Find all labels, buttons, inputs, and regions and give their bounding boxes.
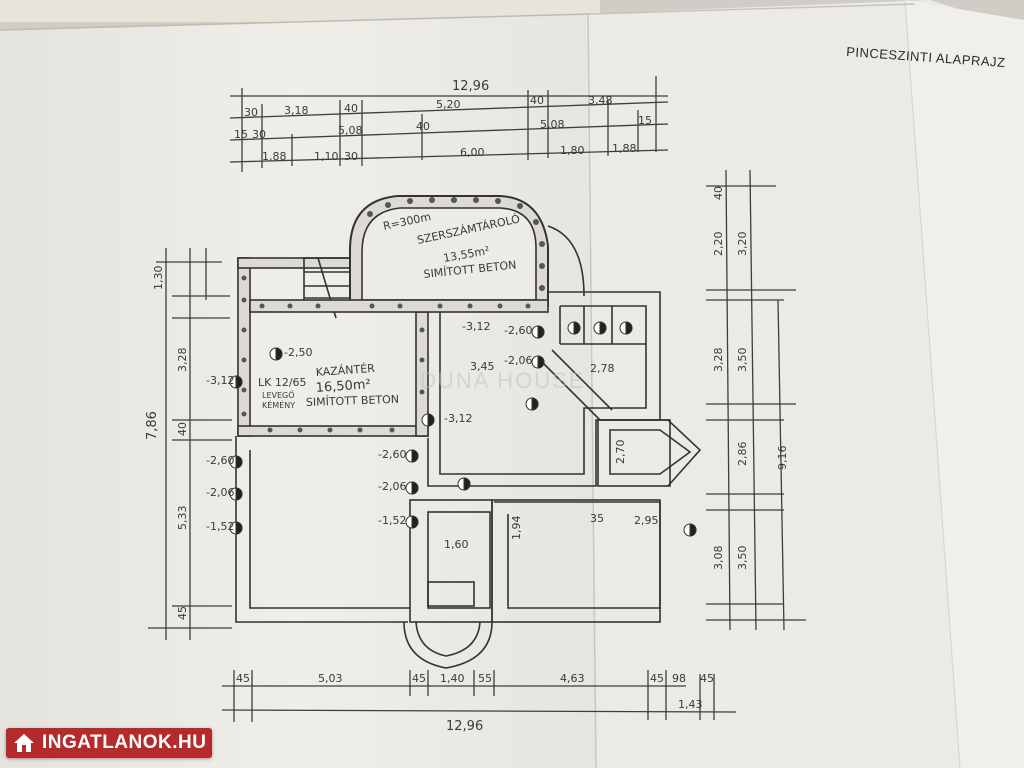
dim-top-r3-4: 1,80	[560, 144, 585, 157]
dim-inner-6: 2,95	[634, 514, 659, 527]
site-badge[interactable]: INGATLANOK.HU	[6, 728, 212, 758]
dim-bottom-1: 5,03	[318, 672, 343, 685]
dim-top-r3-3: 6,00	[460, 146, 485, 159]
dim-bottom-right: 1,43	[678, 698, 703, 711]
dim-top-r2-0: 15	[234, 128, 248, 141]
badge-label: INGATLANOK.HU	[42, 732, 207, 753]
dim-bottom-3: 1,40	[440, 672, 465, 685]
level-0: -2,50	[284, 346, 312, 359]
level-1: -3,12	[206, 374, 234, 387]
level-11: -2,06	[504, 354, 532, 367]
boiler-room-name: KAZÁNTÉR	[315, 362, 375, 379]
dim-left-3: 5,33	[176, 506, 189, 531]
dim-inner-3: 1,94	[510, 516, 523, 541]
level-markers	[229, 321, 697, 537]
dim-top-r1-3: 5,20	[436, 98, 461, 111]
boiler-room-area: 16,50m²	[315, 377, 371, 396]
dim-bottom-6: 45	[650, 672, 664, 685]
boiler-detail-2: LEVEGŐ	[262, 390, 295, 400]
dim-left-2: 40	[176, 422, 189, 436]
level-8: -3,12	[444, 412, 472, 425]
house-icon	[12, 732, 36, 754]
level-5: -2,60	[378, 448, 406, 461]
dim-top-r3-2: 30	[344, 150, 358, 163]
boiler-detail-3: KÉMÉNY	[262, 399, 295, 410]
dim-top-r2-1: 30	[252, 128, 266, 141]
dim-right-total: 9,16	[776, 446, 789, 471]
dim-top-r2-5: 15	[638, 114, 652, 127]
level-2: -2,60	[206, 454, 234, 467]
paper-fold-right	[905, 0, 1024, 768]
dim-right-2: 3,20	[736, 232, 749, 257]
dim-inner-4: 2,70	[614, 440, 627, 465]
floor-plan-walls	[235, 195, 702, 669]
dim-inner-5: 35	[590, 512, 604, 525]
dim-left-4: 45	[176, 606, 189, 620]
dim-right-0: 40	[712, 186, 725, 200]
dim-top-r1-2: 40	[344, 102, 358, 115]
dim-right-4: 3,28	[712, 348, 725, 373]
dim-top-r1-4: 40	[530, 94, 544, 107]
dim-bottom-5: 4,63	[560, 672, 585, 685]
wall-hatch	[241, 197, 545, 433]
paper-sheet-right	[586, 0, 1024, 768]
dim-right-1: 2,20	[712, 232, 725, 257]
boiler-detail: LK 12/65	[258, 376, 307, 389]
dim-top-r3-5: 1,88	[612, 142, 637, 155]
dim-bottom-2: 45	[412, 672, 426, 685]
level-7: -1,52	[378, 514, 406, 527]
dim-top-r1-1: 3,18	[284, 104, 309, 117]
level-6: -2,06	[378, 480, 406, 493]
level-3: -2,06	[206, 486, 234, 499]
dim-right-9: 3,08	[712, 546, 725, 571]
watermark-text: DUNA HOUSE	[420, 368, 585, 393]
dim-bottom-total: 12,96	[446, 719, 483, 734]
dim-top-r1-0: 30	[244, 106, 258, 119]
dim-inner-0: 3,45	[470, 360, 495, 373]
level-9: -3,12	[462, 320, 490, 333]
dim-bottom-4: 55	[478, 672, 492, 685]
dim-right-10: 3,50	[736, 546, 749, 571]
dim-left-total: 7,86	[145, 411, 160, 440]
dim-top-r2-4: 5,08	[540, 118, 565, 131]
dim-top-r2-2: 5,08	[338, 124, 363, 137]
dim-top-r3-1: 1,10	[314, 150, 339, 163]
cloth-edge	[0, 0, 600, 22]
dim-right-7: 2,86	[736, 442, 749, 467]
level-4: -1,52	[206, 520, 234, 533]
dim-top-r1-5: 3,48	[588, 94, 613, 107]
boiler-room-floor: SIMÍTOTT BETON	[306, 393, 400, 409]
dim-top-r3-0: 1,88	[262, 150, 287, 163]
dim-top-r2-3: 40	[416, 120, 430, 133]
dim-bottom-0: 45	[236, 672, 250, 685]
dim-left-0: 1,30	[152, 266, 165, 291]
dim-bottom-8: 45	[700, 672, 714, 685]
dim-inner-1: 2,78	[590, 362, 615, 375]
dim-left-1: 3,28	[176, 348, 189, 373]
dim-right-5: 3,50	[736, 348, 749, 373]
dim-top-total: 12,96	[452, 79, 489, 94]
dim-inner-2: 1,60	[444, 538, 469, 551]
dim-bottom-7: 98	[672, 672, 686, 685]
level-10: -2,60	[504, 324, 532, 337]
